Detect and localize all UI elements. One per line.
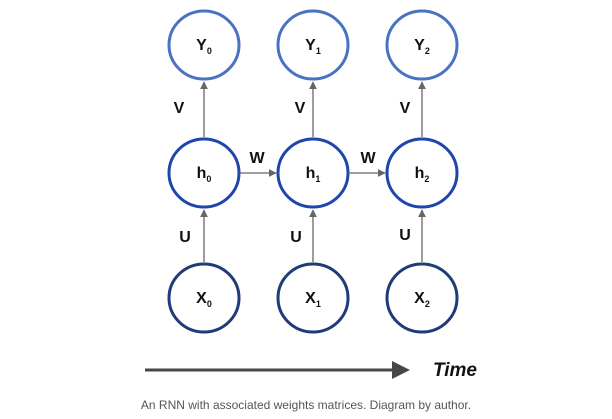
hidden-node-2-label: h2 bbox=[415, 165, 430, 184]
output-node-1 bbox=[276, 9, 350, 81]
hidden-node-0-label: h0 bbox=[197, 165, 212, 184]
u-label-2: U bbox=[399, 227, 411, 244]
output-node-0-label: Y0 bbox=[196, 37, 212, 56]
column-2: Y2 V h2 U X2 bbox=[385, 9, 459, 334]
time-arrow-head bbox=[392, 361, 410, 379]
output-node-2-label: Y2 bbox=[414, 37, 430, 56]
input-node-0-label: X0 bbox=[196, 290, 212, 309]
output-node-1-label: Y1 bbox=[305, 37, 321, 56]
v-label-2: V bbox=[400, 100, 411, 117]
u-label-0: U bbox=[179, 229, 191, 246]
rnn-diagram: Y0 V h0 U X0 Y1 V h1 U X1 Y2 V h2 U X2 bbox=[145, 9, 477, 381]
v-label-0: V bbox=[174, 100, 185, 117]
input-node-2-label: X2 bbox=[414, 290, 430, 309]
input-node-2 bbox=[385, 262, 459, 334]
input-node-1 bbox=[276, 262, 350, 334]
column-0: Y0 V h0 U X0 bbox=[167, 9, 241, 334]
caption: An RNN with associated weights matrices.… bbox=[140, 398, 472, 412]
v-label-1: V bbox=[295, 100, 306, 117]
output-node-0 bbox=[167, 9, 241, 81]
time-label: Time bbox=[433, 360, 477, 381]
hidden-node-1-label: h1 bbox=[306, 165, 321, 184]
w-label-1-2: W bbox=[360, 150, 376, 167]
input-node-0 bbox=[167, 262, 241, 334]
output-node-2 bbox=[385, 9, 459, 81]
w-label-0-1: W bbox=[249, 150, 265, 167]
column-1: Y1 V h1 U X1 bbox=[276, 9, 350, 334]
u-label-1: U bbox=[290, 229, 302, 246]
hidden-node-2 bbox=[385, 137, 459, 209]
input-node-1-label: X1 bbox=[305, 290, 321, 309]
